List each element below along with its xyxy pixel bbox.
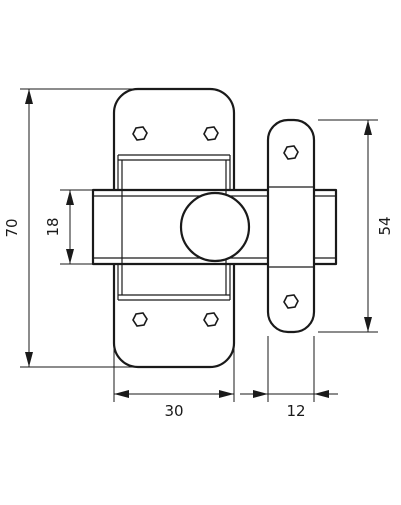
dimension-keeper-width: 12 xyxy=(240,336,338,420)
dimension-label-18: 18 xyxy=(44,217,62,236)
dimension-label-54: 54 xyxy=(376,216,394,235)
bolt-knob xyxy=(179,191,251,263)
screw-hole-icon xyxy=(283,294,299,309)
dimension-total-height: 70 xyxy=(3,88,150,368)
screw-holes xyxy=(132,126,299,327)
screw-hole-icon xyxy=(203,312,219,327)
dimension-keeper-height: 54 xyxy=(318,119,394,333)
screw-hole-icon xyxy=(203,126,219,141)
screw-hole-icon xyxy=(132,126,148,141)
keeper-plate xyxy=(266,118,316,334)
dimension-bolt-height: 18 xyxy=(44,189,96,265)
dimension-label-12: 12 xyxy=(286,402,305,420)
dimension-label-70: 70 xyxy=(3,218,21,237)
screw-hole-icon xyxy=(283,145,299,160)
dimension-label-30: 30 xyxy=(164,402,183,420)
screw-hole-icon xyxy=(132,312,148,327)
dimension-body-width: 30 xyxy=(113,300,235,420)
